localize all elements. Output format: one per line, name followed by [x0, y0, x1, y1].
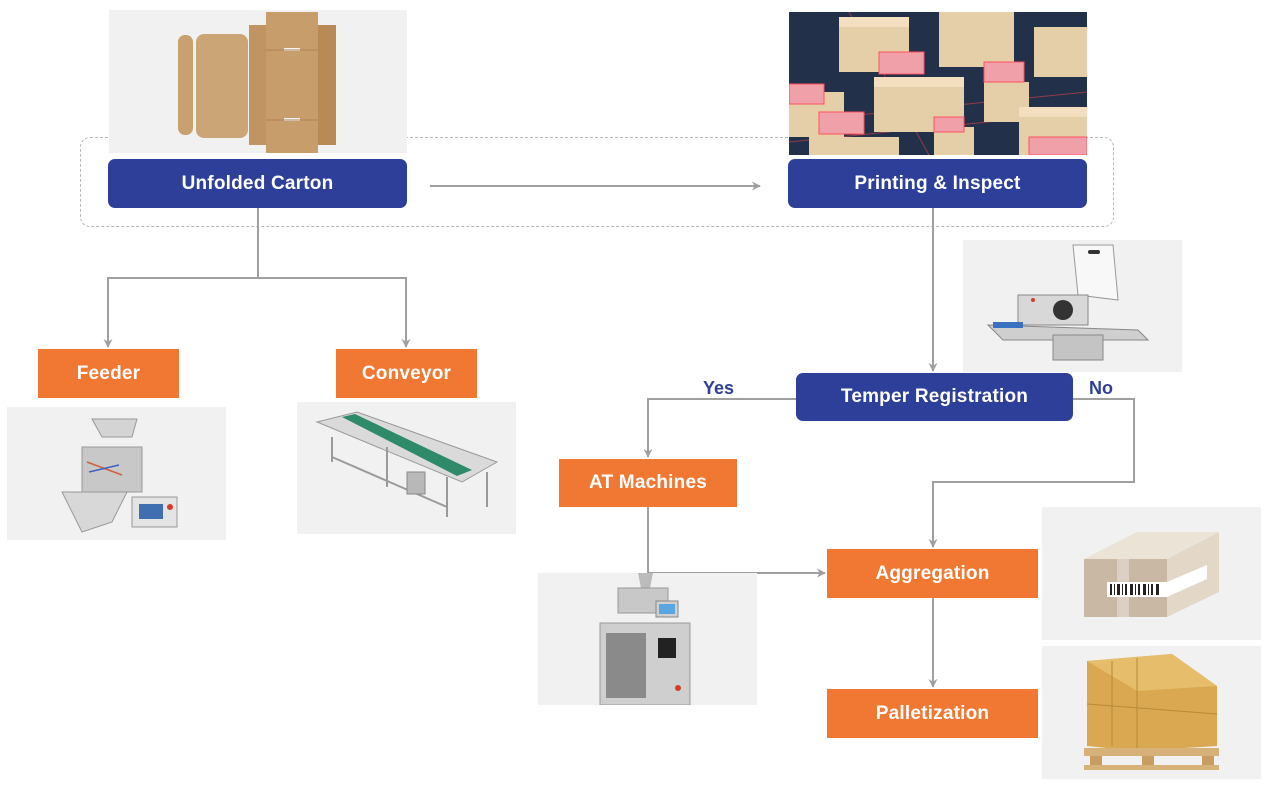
edge-carton-to-feeder — [103, 208, 259, 348]
node-aggregation[interactable]: Aggregation — [827, 549, 1038, 598]
node-printing-inspect[interactable]: Printing & Inspect — [788, 159, 1087, 208]
edge-carton-to-conveyor — [258, 277, 411, 348]
node-printing-inspect-label: Printing & Inspect — [854, 172, 1021, 194]
feeder-machine-illustration — [61, 418, 178, 533]
edge-temper-to-aggregation-no — [928, 398, 1135, 548]
conveyor-belt-illustration — [315, 411, 499, 517]
tamper-labeling-machine-illustration — [986, 244, 1150, 361]
temper-registration-image — [963, 240, 1182, 372]
node-temper-registration[interactable]: Temper Registration — [796, 373, 1073, 421]
aggregation-image — [1042, 507, 1261, 640]
barcoded-case-illustration — [1084, 532, 1219, 617]
palletization-image — [1042, 646, 1261, 779]
unfolded-carton-illustration — [178, 12, 336, 153]
node-feeder[interactable]: Feeder — [38, 349, 179, 398]
feeder-image — [7, 407, 226, 540]
node-aggregation-label: Aggregation — [875, 562, 990, 584]
at-machines-image — [538, 573, 757, 705]
node-palletization-label: Palletization — [875, 702, 990, 724]
edge-temper-to-at-yes — [643, 398, 796, 458]
edge-at-to-aggregation — [647, 507, 826, 578]
node-at-machines-label: AT Machines — [589, 472, 707, 493]
node-at-machines[interactable]: AT Machines — [559, 459, 737, 507]
printing-inspect-image — [789, 12, 1087, 155]
node-unfolded-carton[interactable]: Unfolded Carton — [108, 159, 407, 208]
node-conveyor[interactable]: Conveyor — [336, 349, 477, 398]
conveyor-image — [297, 402, 516, 534]
process-group-outline — [80, 137, 1114, 227]
node-feeder-label: Feeder — [76, 362, 141, 384]
node-palletization[interactable]: Palletization — [827, 689, 1038, 738]
node-unfolded-carton-label: Unfolded Carton — [181, 172, 334, 194]
branch-label-yes: Yes — [703, 378, 735, 398]
node-conveyor-label: Conveyor — [361, 362, 452, 384]
vertical-packaging-machine-illustration — [599, 573, 691, 705]
barcode-boxes-illustration — [789, 12, 1087, 155]
unfolded-carton-image — [109, 10, 407, 153]
pallet-of-cartons-illustration — [1084, 654, 1219, 770]
node-temper-registration-label: Temper Registration — [840, 386, 1029, 407]
branch-label-no: No — [1089, 378, 1113, 398]
